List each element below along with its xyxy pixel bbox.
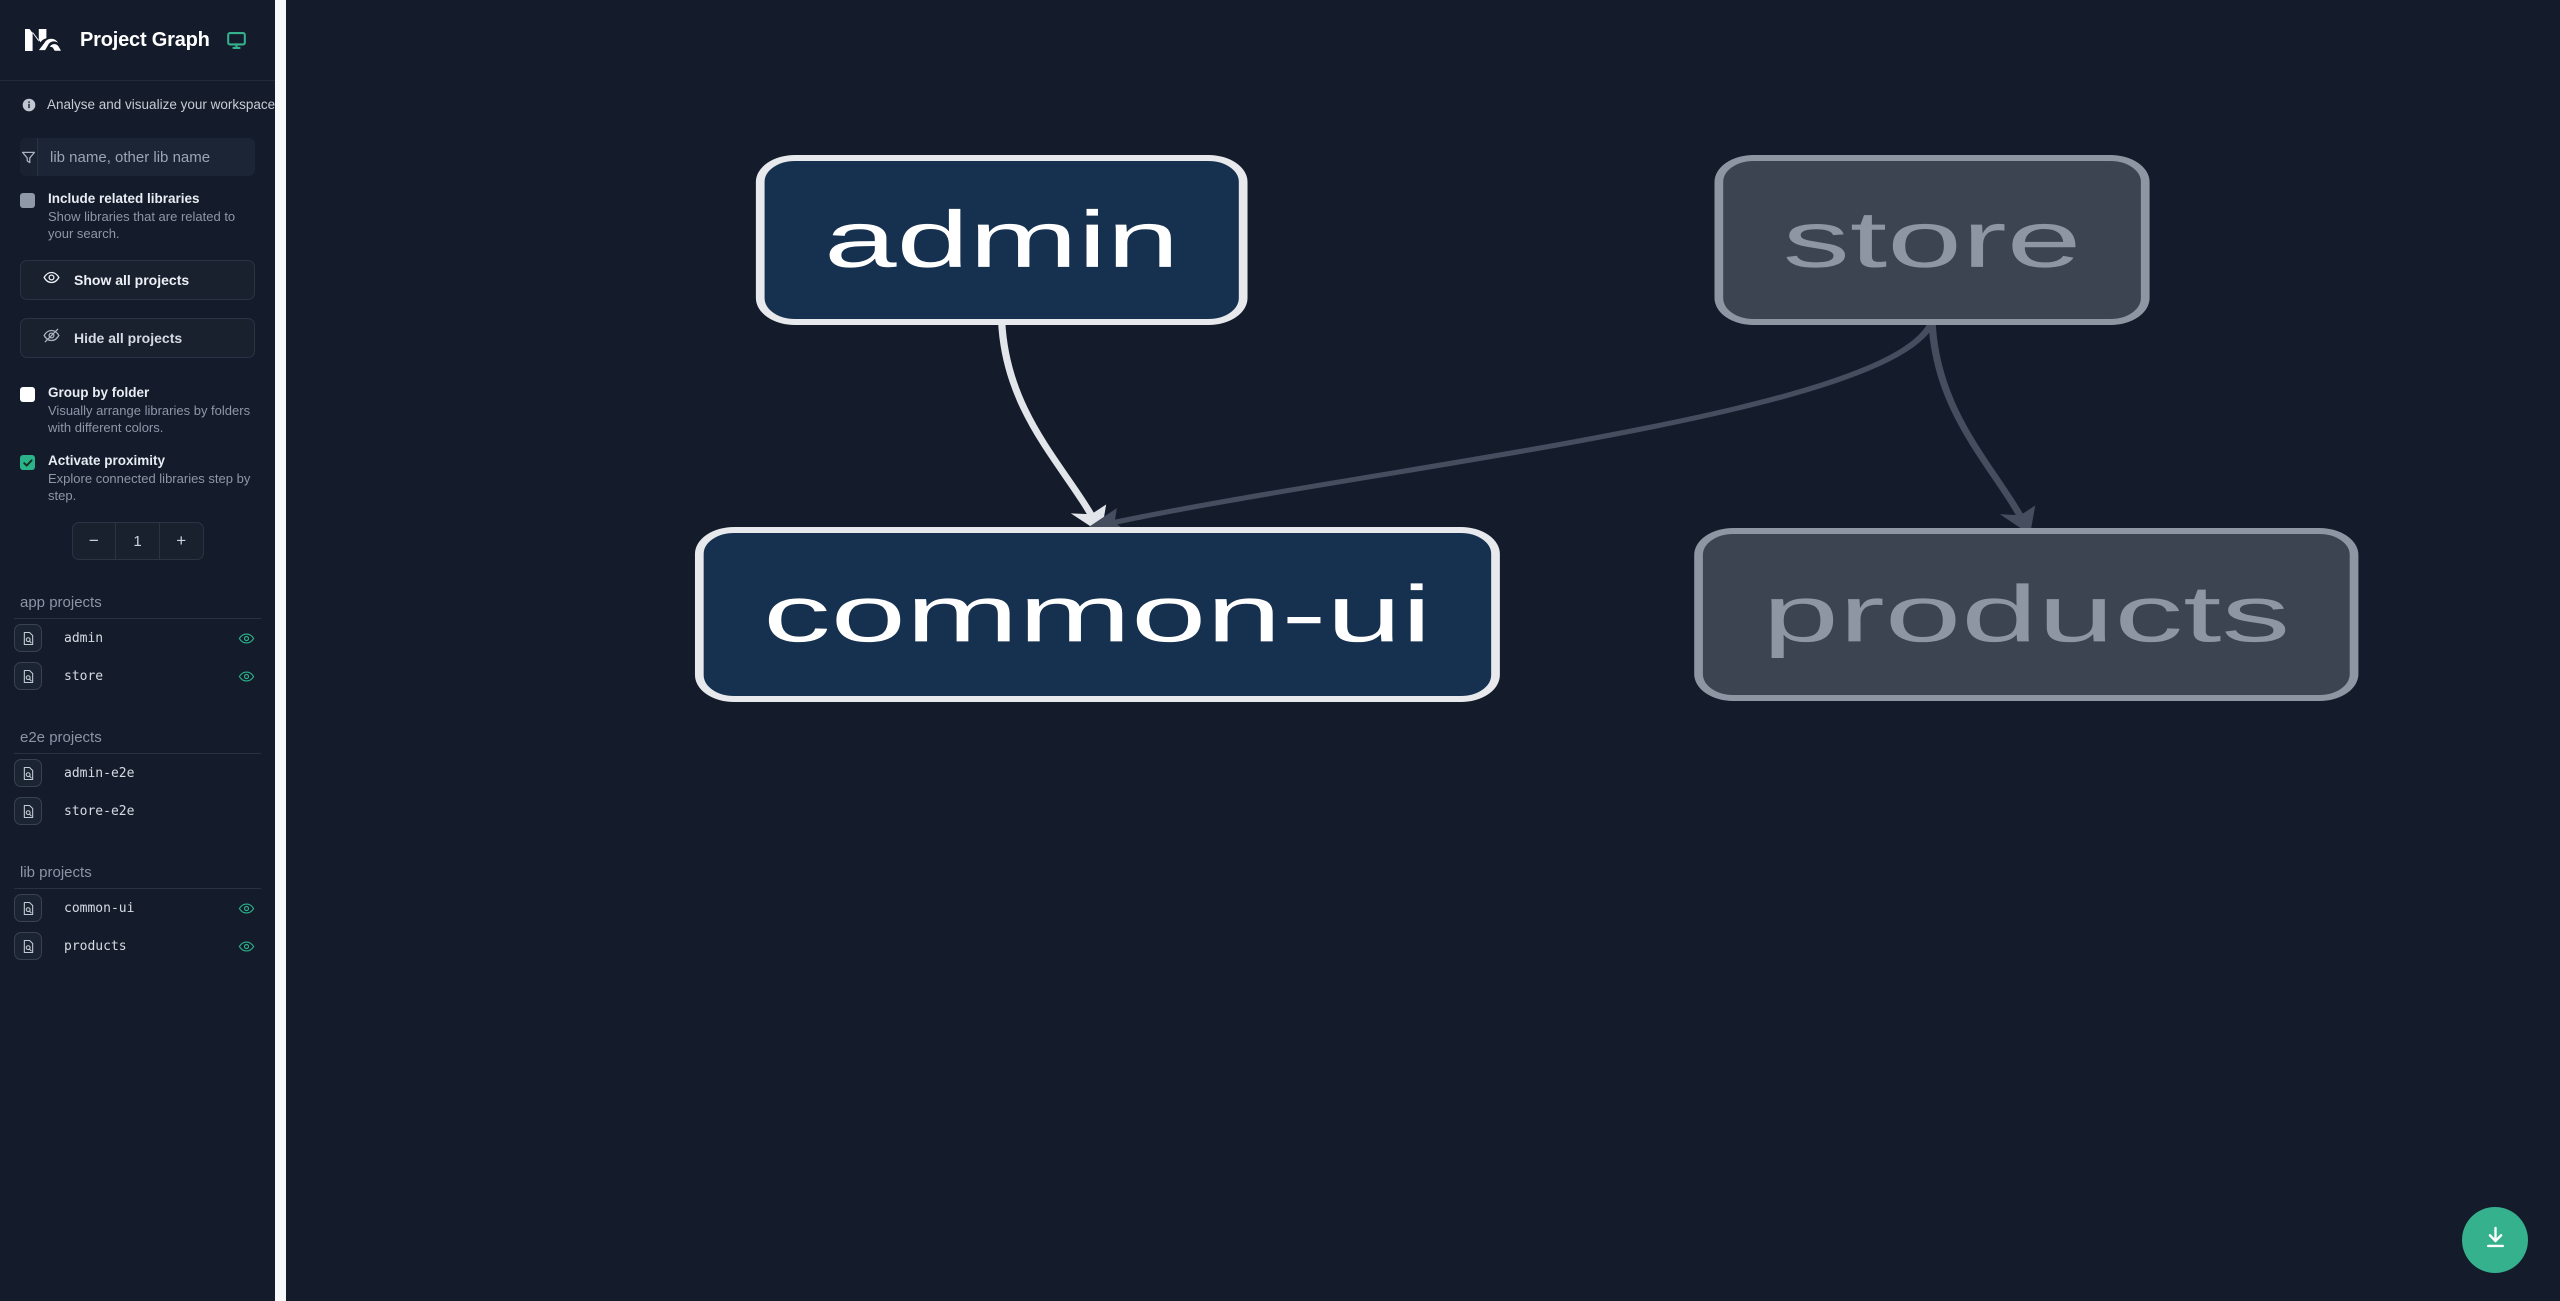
- project-visibility-eye-icon[interactable]: [238, 668, 255, 685]
- project-name: common-ui: [64, 900, 135, 916]
- project-list-item[interactable]: store-e2e: [0, 792, 275, 830]
- project-list-item[interactable]: store: [0, 657, 275, 695]
- show-all-projects-label: Show all projects: [74, 272, 190, 288]
- sidebar: Project Graph Analyse and visualize your…: [0, 0, 275, 1301]
- project-file-icon: [14, 662, 42, 690]
- project-list: app projects admin store e2e projects admin-…: [0, 594, 275, 965]
- sidebar-header: Project Graph: [0, 0, 275, 81]
- option-group-by-folder[interactable]: Group by folder Visually arrange librari…: [0, 358, 275, 436]
- option-description: Show libraries that are related to your …: [48, 209, 236, 241]
- option-title: Group by folder: [48, 385, 150, 400]
- page-title: Project Graph: [80, 28, 210, 51]
- checkbox-include-related-libraries[interactable]: [20, 193, 35, 208]
- option-description: Visually arrange libraries by folders wi…: [48, 403, 251, 435]
- proximity-decrement-button[interactable]: −: [88, 531, 99, 550]
- project-group-heading: e2e projects: [14, 729, 261, 754]
- project-graph-svg: admin store common-ui products: [694, 155, 2359, 702]
- graph-edge: [998, 319, 1107, 534]
- checkbox-activate-proximity[interactable]: [20, 455, 35, 470]
- graph-edge: [1928, 319, 2036, 535]
- proximity-increment-button[interactable]: +: [176, 531, 187, 550]
- sidebar-subtitle: Analyse and visualize your workspace.: [47, 97, 275, 112]
- option-include-related-libraries[interactable]: Include related libraries Show libraries…: [0, 176, 275, 242]
- filter-icon: [20, 138, 38, 176]
- graph-node-box: [1694, 528, 2359, 701]
- graph-node-box: [694, 527, 1500, 702]
- project-visibility-eye-icon[interactable]: [238, 900, 255, 917]
- graph-canvas[interactable]: admin store common-ui products: [286, 0, 2560, 1301]
- graph-node-label: common-ui: [763, 570, 1432, 659]
- proximity-stepper[interactable]: − 1 +: [71, 522, 204, 560]
- option-description: Explore connected libraries step by step…: [48, 471, 251, 503]
- project-group-heading: lib projects: [14, 864, 261, 889]
- download-button[interactable]: [2462, 1207, 2528, 1273]
- project-name: products: [64, 938, 127, 954]
- graph-node-label: products: [1762, 570, 2290, 659]
- project-group-heading: app projects: [14, 594, 261, 619]
- eye-icon: [43, 269, 60, 291]
- option-title: Include related libraries: [48, 191, 200, 206]
- project-list-item[interactable]: admin: [0, 619, 275, 657]
- checkbox-group-by-folder[interactable]: [20, 387, 35, 402]
- graph-edge: [1086, 319, 1936, 533]
- nx-logo-icon: [20, 25, 62, 55]
- project-list-item[interactable]: common-ui: [0, 889, 275, 927]
- graph-node-store[interactable]: store: [1714, 155, 2150, 325]
- graph-node-admin[interactable]: admin: [755, 155, 1248, 325]
- graph-node-products[interactable]: products: [1694, 528, 2359, 701]
- option-title: Activate proximity: [48, 453, 166, 468]
- hide-all-projects-button[interactable]: Hide all projects: [20, 318, 255, 358]
- project-visibility-eye-icon[interactable]: [238, 938, 255, 955]
- project-name: store: [64, 668, 104, 684]
- project-file-icon: [14, 797, 42, 825]
- project-list-item[interactable]: admin-e2e: [0, 754, 275, 792]
- project-list-item[interactable]: products: [0, 927, 275, 965]
- sidebar-subtitle-row: Analyse and visualize your workspace.: [0, 81, 275, 112]
- graph-node-label: admin: [824, 195, 1179, 284]
- graph-node-label: store: [1783, 195, 2082, 284]
- download-icon: [2482, 1224, 2509, 1256]
- sidebar-divider: [275, 0, 286, 1301]
- project-file-icon: [14, 932, 42, 960]
- project-visibility-eye-icon[interactable]: [238, 630, 255, 647]
- project-file-icon: [14, 624, 42, 652]
- project-name: store-e2e: [64, 803, 135, 819]
- search-input[interactable]: [38, 138, 255, 176]
- graph-edges: [998, 319, 2036, 535]
- graph-nodes: admin store common-ui products: [694, 155, 2359, 702]
- monitor-icon[interactable]: [226, 30, 247, 51]
- graph-node-box: [1714, 155, 2150, 325]
- option-activate-proximity[interactable]: Activate proximity Explore connected lib…: [0, 436, 275, 504]
- info-icon: [22, 98, 36, 112]
- project-name: admin: [64, 630, 104, 646]
- graph-node-common-ui[interactable]: common-ui: [694, 527, 1500, 702]
- proximity-value: 1: [115, 523, 160, 559]
- graph-node-box: [755, 155, 1248, 325]
- project-file-icon: [14, 894, 42, 922]
- project-file-icon: [14, 759, 42, 787]
- hide-all-projects-label: Hide all projects: [74, 330, 183, 346]
- show-all-projects-button[interactable]: Show all projects: [20, 260, 255, 300]
- project-name: admin-e2e: [64, 765, 135, 781]
- search-field-wrapper[interactable]: [20, 138, 255, 176]
- eye-off-icon: [43, 327, 60, 349]
